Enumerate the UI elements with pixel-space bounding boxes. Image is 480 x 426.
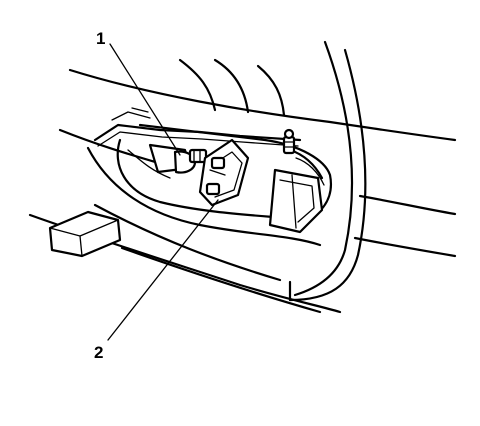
callout-1: 1	[96, 29, 105, 48]
leader-line-2	[107, 199, 219, 341]
leader-lines	[107, 43, 219, 341]
door-edge	[288, 40, 367, 302]
connector-assembly	[148, 143, 208, 174]
mounting-bracket	[268, 168, 324, 234]
callout-2: 2	[94, 343, 103, 362]
wiring-harness	[93, 107, 325, 186]
body-panel-lines	[68, 58, 457, 258]
actuator-bracket	[198, 138, 250, 207]
leader-line-1	[109, 43, 181, 156]
upper-bolt	[282, 128, 296, 155]
switch-block	[48, 210, 122, 258]
